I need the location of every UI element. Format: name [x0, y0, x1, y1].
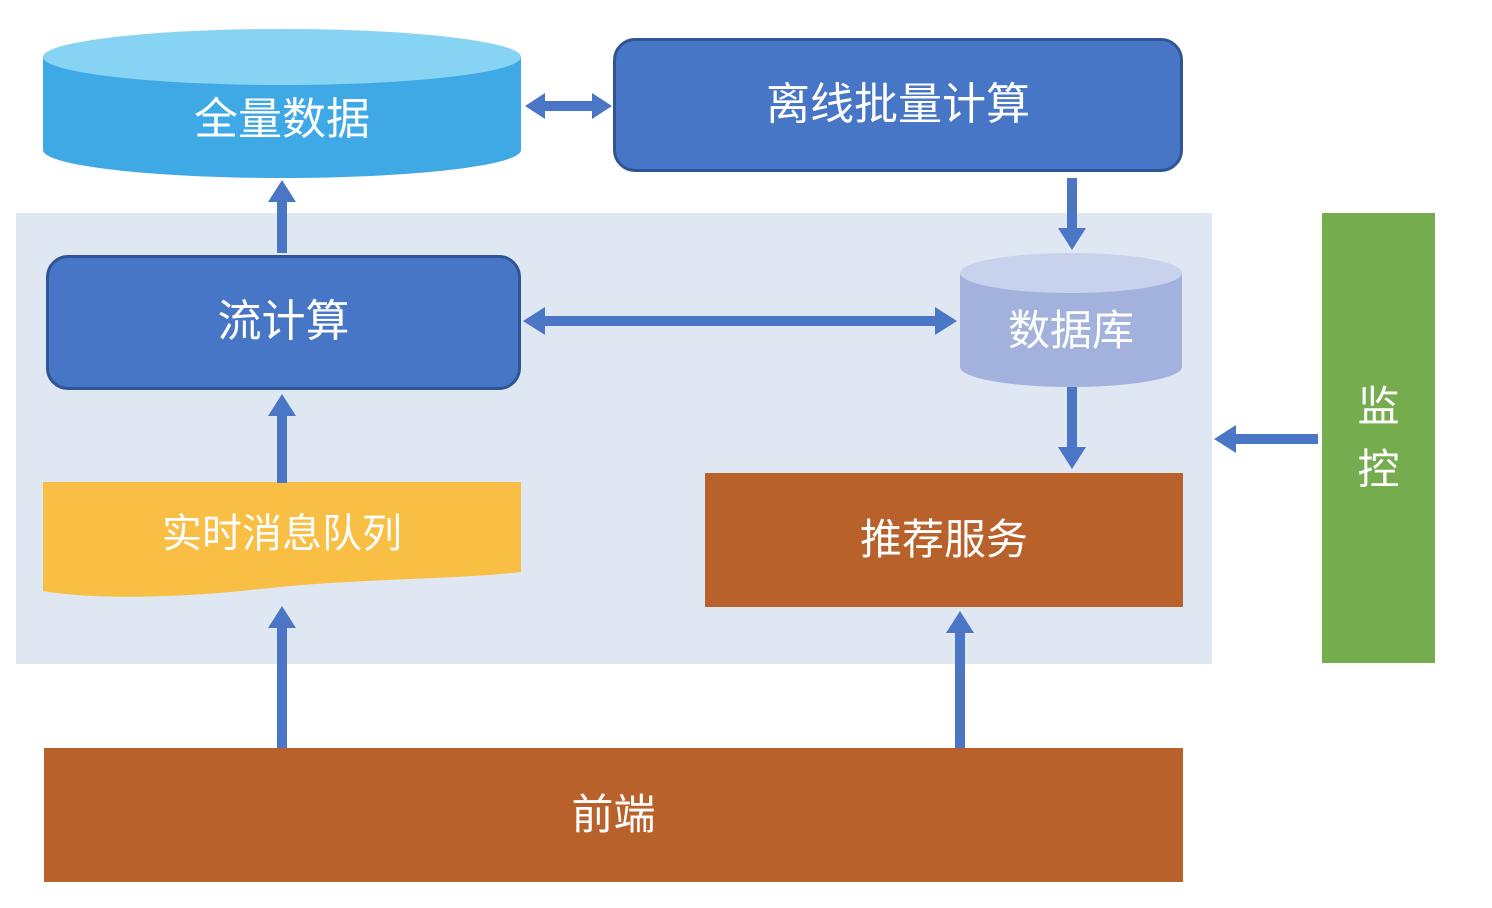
full-data-label: 全量数据: [194, 95, 370, 144]
offline-batch-label: 离线批量计算: [766, 79, 1030, 129]
arrow-fulldata-offline-bidirectional: [525, 93, 612, 119]
database-label: 数据库: [1007, 306, 1134, 354]
recommend-service-label: 推荐服务: [859, 515, 1028, 563]
arrow-monitoring-to-panel: [1214, 425, 1318, 453]
node-monitoring: 监控: [1322, 213, 1435, 663]
monitoring-label: 监控: [1357, 383, 1400, 493]
realtime-queue-label: 实时消息队列: [162, 512, 402, 556]
node-stream-compute: 流计算: [46, 255, 521, 390]
node-frontend: 前端: [44, 748, 1183, 882]
node-offline-batch: 离线批量计算: [613, 38, 1183, 172]
frontend-label: 前端: [571, 790, 656, 838]
stream-compute-label: 流计算: [217, 297, 350, 347]
node-recommend-service: 推荐服务: [705, 473, 1183, 607]
